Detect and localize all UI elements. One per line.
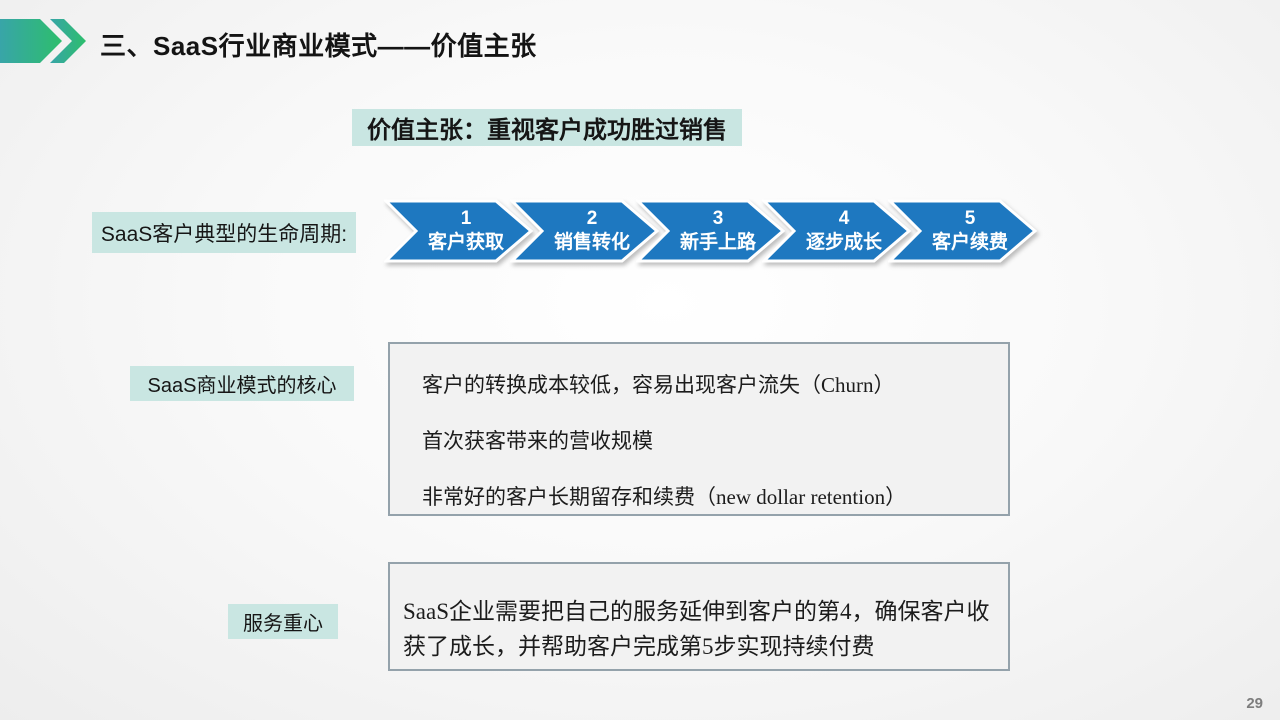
step-label: 逐步成长 <box>805 232 882 253</box>
service-label: 服务重心 <box>228 604 338 639</box>
core-label: SaaS商业模式的核心 <box>130 366 354 401</box>
value-proposition-banner: 价值主张：重视客户成功胜过销售 <box>352 109 742 146</box>
step-label: 新手上路 <box>679 232 756 253</box>
page-number: 29 <box>1246 695 1263 712</box>
core-point: 非常好的客户长期留存和续费（new dollar retention） <box>422 485 907 509</box>
lifecycle-step-2: 2 销售转化 <box>510 198 660 264</box>
step-number: 5 <box>964 208 976 230</box>
lifecycle-step-5: 5 客户续费 <box>888 198 1038 264</box>
step-label: 销售转化 <box>553 232 630 253</box>
core-points-box: 客户的转换成本较低，容易出现客户流失（Churn） 首次获客带来的营收规模 非常… <box>388 342 1010 516</box>
lifecycle-step-4: 4 逐步成长 <box>762 198 912 264</box>
step-label: 客户获取 <box>427 232 504 253</box>
title-arrow-icon <box>0 15 90 67</box>
step-label: 客户续费 <box>931 232 1008 253</box>
core-point: 客户的转换成本较低，容易出现客户流失（Churn） <box>422 373 895 397</box>
lifecycle-label: SaaS客户典型的生命周期: <box>92 212 356 253</box>
lifecycle-step-3: 3 新手上路 <box>636 198 786 264</box>
lifecycle-step-1: 1 客户获取 <box>384 198 534 264</box>
lifecycle-steps: 1 客户获取 2 销售转化 3 新手上路 4 逐步成长 <box>384 198 1038 264</box>
step-number: 3 <box>712 208 724 230</box>
step-number: 2 <box>586 208 598 230</box>
slide-title: 三、SaaS行业商业模式——价值主张 <box>100 31 537 61</box>
step-number: 4 <box>838 208 850 230</box>
service-text-box: SaaS企业需要把自己的服务延伸到客户的第4，确保客户收获了成长，并帮助客户完成… <box>388 562 1010 671</box>
step-number: 1 <box>460 208 472 230</box>
core-point: 首次获客带来的营收规模 <box>422 429 653 453</box>
